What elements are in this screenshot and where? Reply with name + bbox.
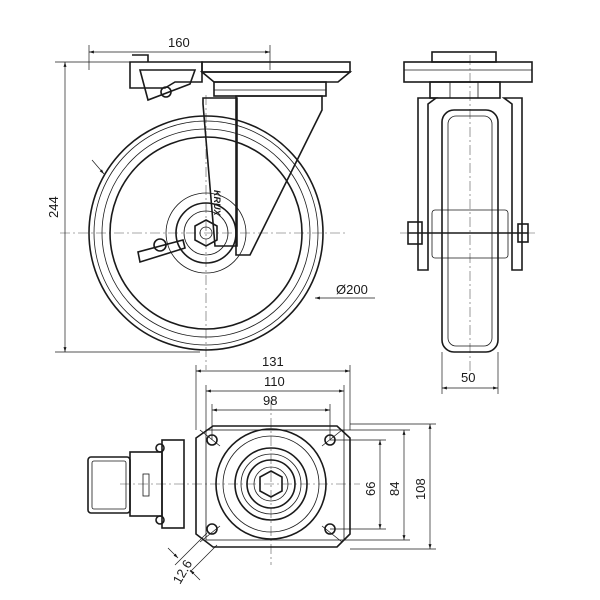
dim-98-label: 98 bbox=[263, 393, 277, 408]
dim-244: 244 bbox=[46, 61, 200, 353]
fork-side: KRUX bbox=[202, 95, 323, 256]
top-view: 131 110 98 66 84 bbox=[87, 354, 436, 587]
brake-lever-side bbox=[129, 54, 203, 264]
side-view: KRUX 160 244 bbox=[46, 35, 375, 370]
dim-160-label: 160 bbox=[168, 35, 190, 50]
dim-131-label: 131 bbox=[262, 354, 284, 369]
dim-84-label: 84 bbox=[387, 482, 402, 496]
dim-diameter-label: Ø200 bbox=[336, 282, 368, 297]
dim-110: 110 bbox=[205, 374, 345, 430]
top-plate-plan bbox=[195, 425, 351, 548]
axle-nut-side bbox=[194, 219, 218, 247]
dim-50-label: 50 bbox=[461, 370, 475, 385]
dim-66-label: 66 bbox=[363, 482, 378, 496]
wheel-front bbox=[431, 109, 509, 353]
logo-text: KRUX bbox=[212, 190, 222, 216]
dim-160: 160 bbox=[88, 35, 271, 70]
dim-98: 98 bbox=[211, 393, 331, 440]
wheel-side bbox=[88, 115, 324, 351]
dim-108: 108 bbox=[350, 423, 436, 550]
dim-110-label: 110 bbox=[264, 374, 285, 389]
top-plate-side bbox=[199, 61, 353, 97]
dim-244-label: 244 bbox=[46, 196, 61, 218]
dim-50: 50 bbox=[441, 352, 499, 394]
dim-12-6: 12.6 bbox=[167, 532, 218, 587]
dim-diameter: Ø200 bbox=[315, 282, 375, 300]
dim-84: 84 bbox=[344, 429, 410, 541]
dim-66: 66 bbox=[330, 439, 386, 530]
dim-131: 131 bbox=[195, 354, 351, 430]
front-view: 50 bbox=[400, 51, 535, 394]
brake-pedal-plan bbox=[87, 439, 185, 529]
dim-108-label: 108 bbox=[413, 478, 428, 500]
bearing-plan bbox=[215, 428, 327, 540]
